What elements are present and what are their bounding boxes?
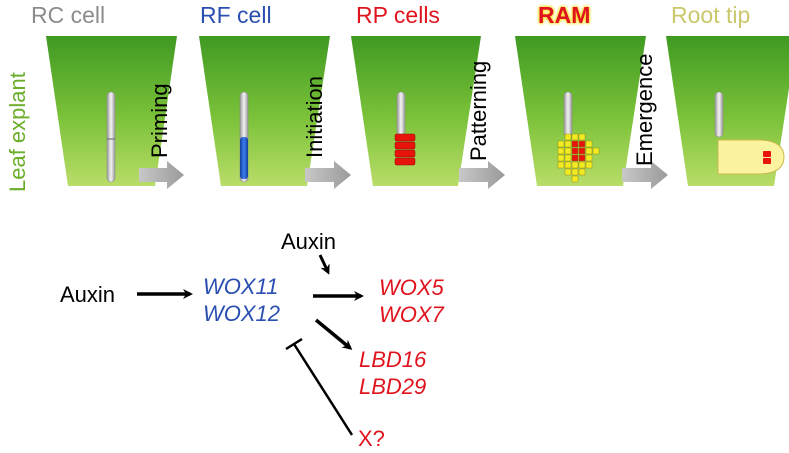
gene-wox7: WOX7 — [379, 302, 444, 327]
ram-cell — [564, 133, 572, 141]
ram-cell — [585, 147, 593, 155]
transition-label-patterning: Patterning — [466, 60, 491, 161]
transition-arrow-initiation — [305, 161, 351, 189]
ram-cell — [557, 161, 565, 169]
leaf-explant-label: Leaf explant — [5, 72, 30, 192]
transition-arrow-patterning — [459, 161, 505, 189]
explant-ram — [515, 36, 646, 186]
ram-cell — [564, 154, 572, 162]
ram-cell — [578, 133, 586, 141]
explant-rc-cell — [46, 36, 177, 186]
ram-cell — [564, 147, 572, 155]
ram-cell — [585, 161, 593, 169]
explant-rf-cell — [199, 36, 330, 186]
gene-wox11: WOX11 — [203, 274, 279, 299]
ram-cell — [571, 161, 579, 169]
gene-lbd16: LBD16 — [359, 347, 427, 372]
ram-cell — [557, 154, 565, 162]
ram-cell — [564, 161, 572, 169]
ram-cell — [571, 133, 579, 141]
gene-lbd29: LBD29 — [359, 374, 427, 399]
ram-cell — [578, 161, 586, 169]
transition-label-priming: Priming — [147, 83, 172, 158]
stage-title-ram: RAM — [538, 2, 591, 28]
transition-arrow-priming — [139, 161, 184, 189]
explant-rp-cells — [351, 36, 481, 186]
arrow-auxin-to-wox5 — [318, 254, 330, 275]
transition-arrow-emergence — [622, 161, 668, 189]
ram-core-cell — [578, 147, 586, 155]
stage-title-root-tip: Root tip — [671, 2, 751, 28]
ram-core-cell — [571, 154, 579, 162]
ram-cell — [557, 140, 565, 148]
ram-cell — [585, 140, 593, 148]
ram-core-cell — [571, 147, 579, 155]
ram-cell — [571, 168, 579, 176]
transition-label-initiation: Initiation — [302, 76, 327, 158]
ram-core-cell — [578, 140, 586, 148]
auxin-top-label: Auxin — [281, 229, 337, 254]
inhibition-x-to-wox12 — [285, 337, 354, 436]
ram-core-cell — [571, 140, 579, 148]
stage-title-rp-cells: RP cells — [356, 2, 440, 28]
ram-cell — [564, 168, 572, 176]
stage-title-rf-cell: RF cell — [200, 2, 272, 28]
gene-wox5: WOX5 — [379, 275, 444, 300]
ram-cell — [592, 147, 600, 155]
arrow-wox12-to-lbd16 — [314, 318, 353, 350]
ram-cell — [578, 168, 586, 176]
auxin-left-label: Auxin — [60, 282, 116, 307]
ram-cell — [564, 140, 572, 148]
ram-cell — [557, 147, 565, 155]
ram-cell — [571, 175, 579, 183]
ram-cell — [585, 154, 593, 162]
explant-root-tip — [666, 36, 789, 186]
rp-cell-cluster — [394, 133, 416, 166]
ram-core-cell — [578, 154, 586, 162]
gene-wox12: WOX12 — [203, 301, 281, 326]
ram-cell-cluster — [557, 133, 600, 183]
factor-x: X? — [358, 426, 385, 451]
transition-label-emergence: Emergence — [632, 53, 657, 166]
stage-title-rc-cell: RC cell — [31, 2, 106, 28]
